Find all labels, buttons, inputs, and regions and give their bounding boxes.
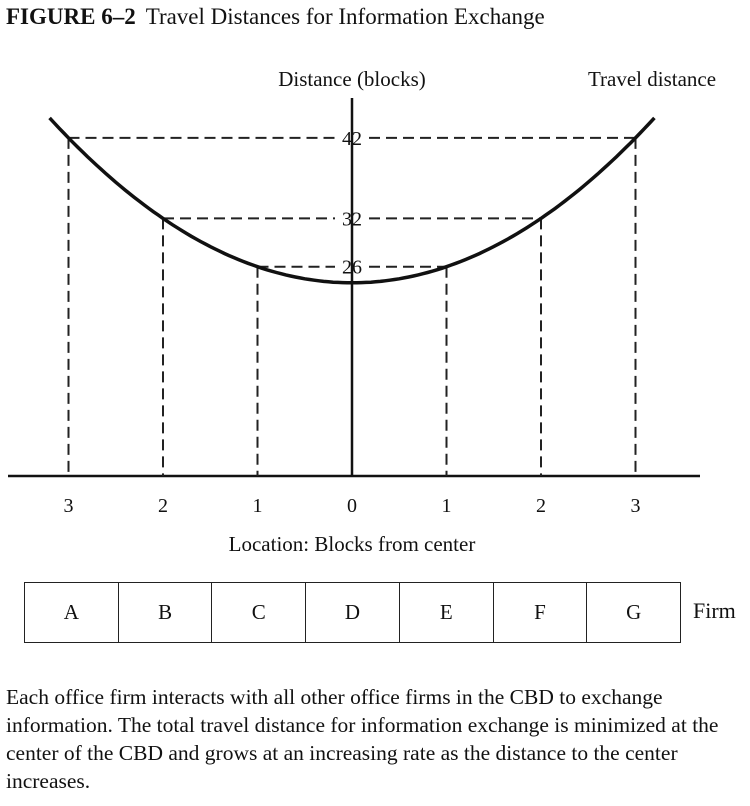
firm-cell-a: A bbox=[25, 583, 119, 642]
firm-row: A B C D E F G bbox=[24, 582, 681, 643]
firm-cell-b: B bbox=[119, 583, 213, 642]
x-tick-label-0: 3 bbox=[64, 495, 74, 517]
travel-distance-curve bbox=[48, 116, 656, 285]
x-tick-label-6: 3 bbox=[631, 495, 641, 517]
x-tick-label-2: 1 bbox=[253, 495, 263, 517]
y-tick-label-32: 32 bbox=[342, 208, 362, 230]
firm-row-label: Firm bbox=[693, 598, 736, 623]
firm-cell-f: F bbox=[494, 583, 588, 642]
figure-number: FIGURE 6–2 bbox=[6, 4, 136, 29]
firm-cell-e: E bbox=[400, 583, 494, 642]
figure-title: FIGURE 6–2 Travel Distances for Informati… bbox=[6, 4, 545, 30]
firm-cell-g: G bbox=[626, 600, 642, 624]
firm-cell-d: D bbox=[306, 583, 400, 642]
x-tick-label-5: 2 bbox=[536, 495, 546, 517]
y-tick-label-26: 26 bbox=[342, 257, 362, 279]
figure-caption: Each office firm interacts with all othe… bbox=[6, 685, 719, 793]
figure-title-text: Travel Distances for Information Exchang… bbox=[145, 4, 545, 29]
y-axis-label: Distance (blocks) bbox=[278, 67, 426, 91]
x-tick-label-1: 2 bbox=[158, 495, 168, 517]
firm-cell-c: C bbox=[212, 583, 307, 642]
x-tick-label-4: 1 bbox=[442, 495, 452, 517]
series-label: Travel distance bbox=[588, 67, 716, 91]
travel-distance-chart: Distance (blocks) Travel distance Locati… bbox=[8, 67, 716, 556]
y-tick-label-42: 42 bbox=[342, 128, 362, 150]
x-axis-label: Location: Blocks from center bbox=[229, 532, 476, 556]
x-tick-label-3: 0 bbox=[347, 495, 357, 517]
